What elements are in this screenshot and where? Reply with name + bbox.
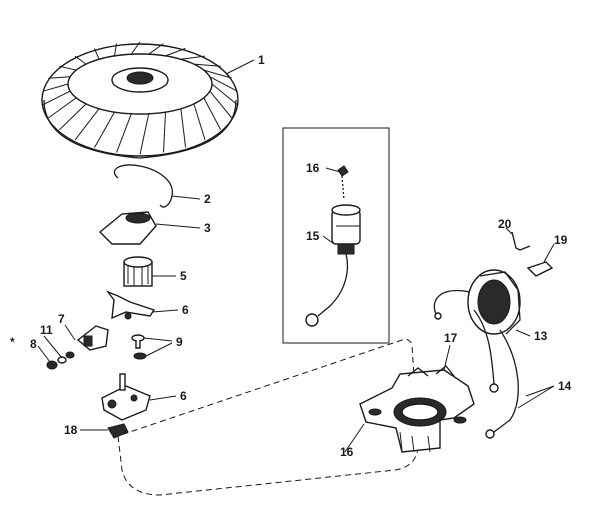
label-8: 8 [30, 337, 37, 351]
breaker-arm [105, 290, 156, 320]
felt-wick [107, 423, 129, 439]
ground-plate [526, 261, 554, 277]
label-9: 9 [176, 335, 183, 349]
label-14: 14 [558, 379, 572, 393]
flywheel-fin [74, 108, 100, 141]
label-18: 18 [64, 423, 78, 437]
flywheel-fin [203, 69, 232, 79]
bushing [123, 256, 153, 287]
label-3: 3 [204, 221, 211, 235]
flywheel-fin [130, 41, 141, 55]
flywheel-fin [59, 103, 87, 131]
primary-lead-dashed [117, 339, 419, 496]
label-11: 11 [40, 323, 53, 337]
pivot-plate [101, 373, 151, 421]
label-7: 7 [58, 312, 65, 326]
leader-lines [37, 59, 555, 453]
flywheel [41, 41, 239, 159]
label-1: 1 [258, 53, 265, 67]
flywheel-fin [203, 97, 222, 131]
flywheel-fin [48, 76, 71, 79]
label-17: 17 [444, 331, 458, 345]
label-5: 5 [180, 269, 187, 283]
label-2: 2 [204, 192, 211, 206]
label-13: 13 [534, 329, 548, 343]
label-16-inset: 16 [306, 161, 320, 175]
flywheel-fin [209, 90, 233, 119]
label-6-plate: 6 [180, 389, 187, 403]
flywheel-fin [116, 113, 132, 153]
flywheel-fin [93, 48, 100, 60]
flywheel-fin [59, 65, 77, 71]
flywheel-fin [165, 47, 186, 57]
flywheel-fin [180, 108, 187, 148]
flywheel-fin [148, 43, 164, 55]
label-16-bracket: 16 [340, 445, 354, 459]
flywheel-fin [48, 97, 77, 119]
cam-cover [98, 211, 157, 245]
label-6-arm: 6 [182, 303, 189, 317]
label-15: 15 [306, 229, 320, 243]
coil-bracket [359, 365, 475, 453]
label-19: 19 [554, 233, 568, 247]
part-labels: 1 2 3 5 6 7 11 8 * 9 6 18 16 15 20 19 13… [10, 53, 572, 459]
flywheel-fin [114, 43, 117, 56]
flywheel-fin [94, 111, 115, 148]
flywheel-fin [211, 83, 238, 106]
contact-point-set [76, 325, 109, 351]
flywheel-fin [42, 83, 69, 92]
condenser-inset [282, 127, 390, 344]
flywheel-fin [209, 76, 238, 92]
screws-and-washers [46, 334, 147, 370]
flywheel-fin [139, 113, 150, 155]
flywheel-fin [180, 55, 205, 60]
label-asterisk: * [10, 335, 15, 349]
flywheel-fin [74, 55, 87, 65]
label-20: 20 [498, 217, 512, 231]
flywheel-fin [163, 112, 166, 153]
flywheel-fin [193, 103, 206, 141]
wire-clip [511, 231, 531, 251]
flywheel-fin [42, 90, 71, 106]
spring-clip [113, 164, 173, 208]
ignition-coil [433, 269, 521, 439]
flywheel-fin [193, 63, 221, 67]
